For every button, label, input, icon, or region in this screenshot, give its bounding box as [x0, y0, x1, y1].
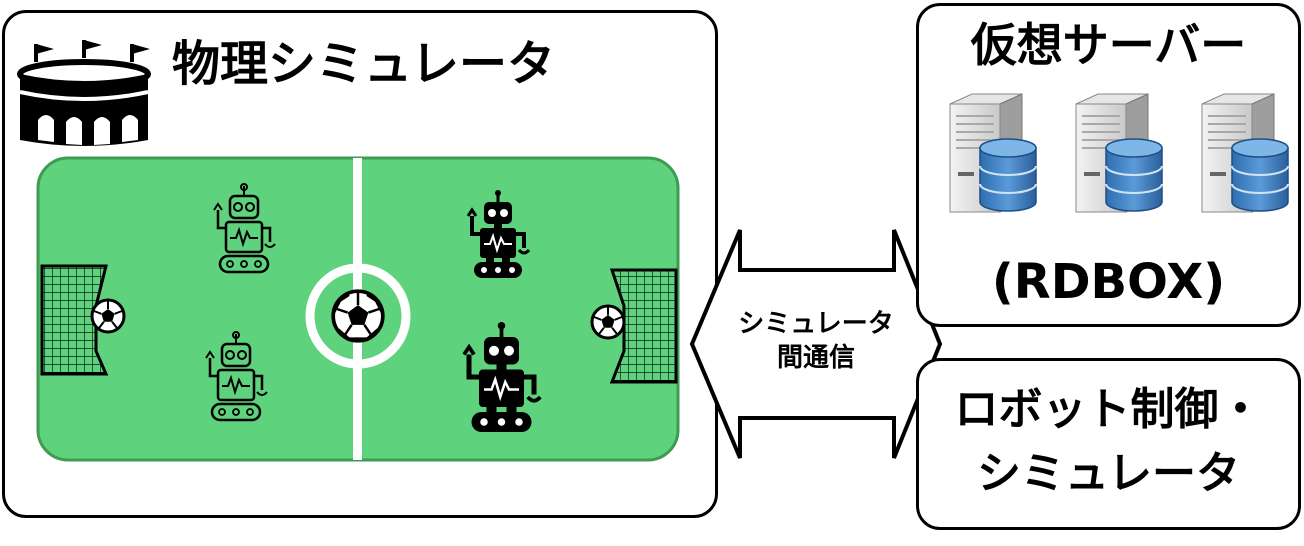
rdbox-label: (RDBOX)	[991, 254, 1226, 310]
communication-label-line2: 間通信	[776, 343, 855, 373]
communication-label-line1: シミュレータ	[738, 309, 894, 339]
soccer-ball-icon-left	[90, 298, 126, 334]
robot-control-panel	[916, 358, 1301, 530]
soccer-field	[36, 156, 680, 462]
double-arrow-icon	[689, 229, 943, 459]
robot-control-title-line2: シミュレータ	[976, 448, 1241, 499]
stadium-icon	[17, 40, 151, 146]
server-icon-3	[1201, 93, 1289, 213]
server-icon-1	[949, 93, 1037, 213]
physical-simulator-title: 物理シミュレータ	[172, 36, 556, 92]
virtual-server-title: 仮想サーバー	[970, 18, 1247, 72]
server-icon-2	[1075, 93, 1163, 213]
robot-control-title-line1: ロボット制御・	[954, 384, 1263, 435]
soccer-ball-icon-right	[590, 304, 626, 340]
server-group	[949, 93, 1289, 213]
soccer-ball-icon-center	[331, 289, 385, 343]
